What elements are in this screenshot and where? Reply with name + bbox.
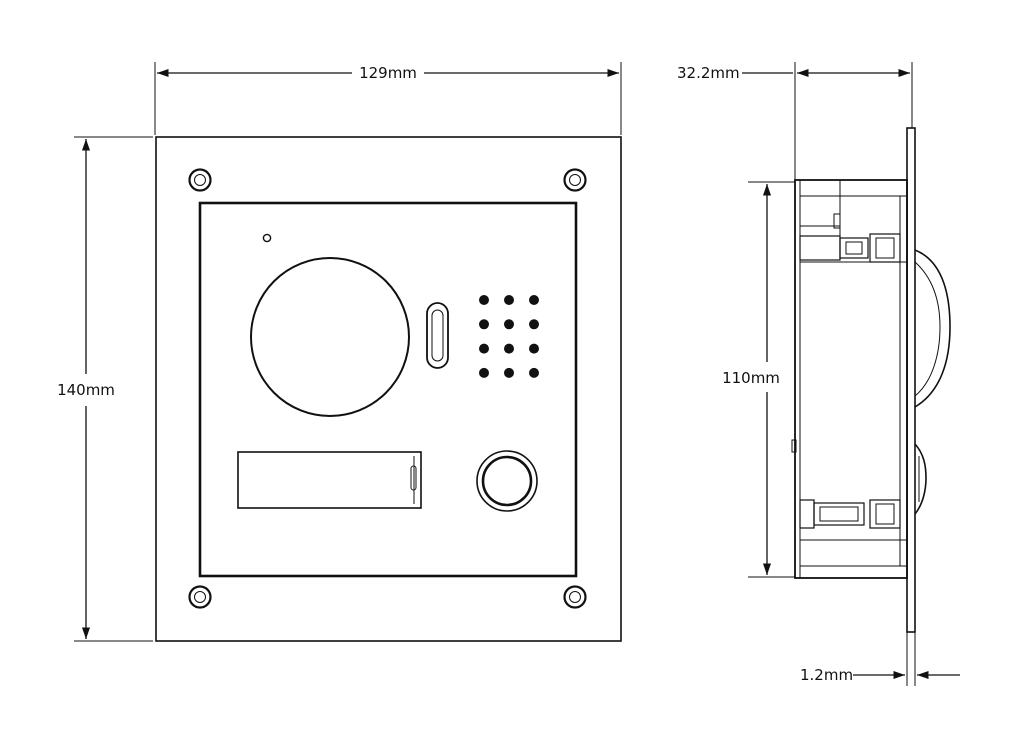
depth-dimension: 32.2mm — [677, 62, 913, 180]
screw-icon — [563, 168, 587, 192]
camera-lens — [250, 257, 410, 417]
side-view: 32.2mm 110mm 1.2mm — [677, 62, 960, 686]
speaker-hole — [529, 295, 539, 305]
side-height-label: 110mm — [722, 369, 780, 387]
lens-dome — [914, 249, 951, 408]
speaker-hole — [529, 319, 539, 330]
front-view: 129mm 140mm — [57, 62, 622, 642]
side-height-dimension: 110mm — [722, 181, 795, 578]
name-plate — [237, 451, 422, 509]
width-label: 129mm — [359, 64, 417, 82]
call-button — [476, 450, 538, 512]
speaker-hole — [529, 367, 539, 378]
speaker-hole — [479, 343, 489, 354]
side-plate — [906, 127, 916, 633]
indicator-led — [262, 233, 272, 243]
screw-icon — [188, 168, 212, 192]
speaker-hole — [504, 295, 514, 305]
speaker-hole — [479, 367, 489, 378]
sensor-slot — [426, 302, 449, 369]
upper-clip — [799, 233, 901, 263]
thickness-dimension: 1.2mm — [800, 632, 960, 686]
speaker-hole — [504, 367, 514, 378]
lower-clip — [799, 499, 901, 529]
height-label: 140mm — [57, 381, 115, 399]
button-dome — [914, 443, 927, 515]
corner-screws — [188, 168, 587, 609]
thickness-label: 1.2mm — [800, 666, 853, 684]
housing-body — [791, 179, 908, 579]
height-dimension: 140mm — [57, 136, 153, 642]
speaker-grille — [479, 295, 539, 378]
speaker-hole — [479, 319, 489, 330]
inner-panel — [198, 201, 578, 578]
speaker-hole — [529, 343, 539, 354]
screw-icon — [188, 585, 212, 609]
width-dimension: 129mm — [154, 62, 622, 135]
speaker-hole — [479, 295, 489, 305]
depth-label: 32.2mm — [677, 64, 740, 82]
speaker-hole — [504, 319, 514, 330]
speaker-hole — [504, 343, 514, 354]
screw-icon — [563, 585, 587, 609]
front-plate — [155, 136, 622, 642]
